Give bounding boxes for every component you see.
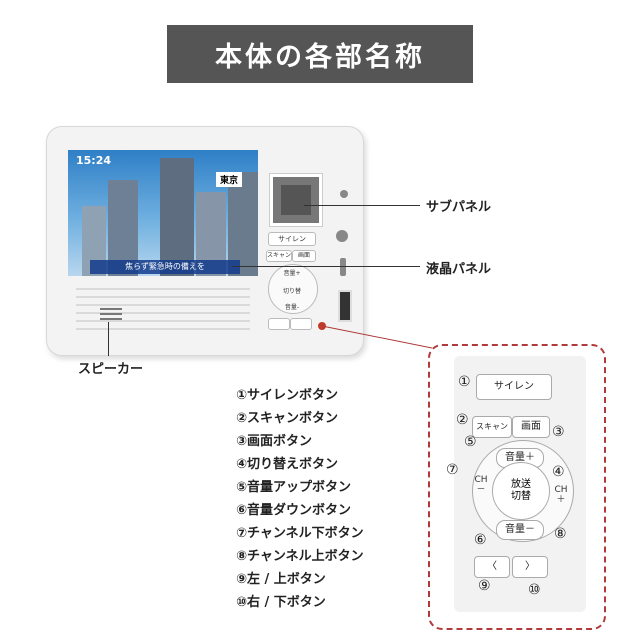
list-item: ①サイレンボタン [236,388,339,403]
number-8: ⑧ [554,526,567,542]
device-right-button[interactable] [290,318,312,330]
page-title: 本体の各部名称 [167,25,473,83]
number-7: ⑦ [446,462,459,478]
list-item: ⑦チャンネル下ボタン [236,526,364,541]
broadcast-switch-label-2: 切替 [511,491,531,502]
device-dpad[interactable] [268,264,318,314]
ch-plus-sign: ＋ [556,494,566,505]
list-item: ③画面ボタン [236,434,313,449]
broadcast-switch-label-1: 放送 [511,479,531,490]
number-2: ② [456,412,469,428]
device-left-button[interactable] [268,318,290,330]
sub-panel-leader [304,205,420,206]
ch-minus-sign: － [476,484,486,495]
sub-panel-label: サブパネル [426,200,492,215]
device-vol-up-label: 音量+ [283,270,301,277]
speaker-grille [68,280,258,340]
callout-screen-button[interactable]: 画面 [512,416,550,438]
number-9: ⑨ [478,578,491,594]
speaker-mark-icon [100,308,122,322]
left-up-button[interactable]: 〈 [474,556,510,578]
list-item: ⑥音量ダウンボタン [236,503,352,518]
headphone-jack-icon [340,190,348,198]
list-item: ④切り替えボタン [236,457,339,472]
screen-button[interactable]: 画面 [292,250,316,262]
ch-minus-label: CH [474,475,488,485]
device-vol-down-label: 音量- [284,304,300,311]
lcd-panel-leader [232,266,420,267]
speaker-label: スピーカー [78,362,144,377]
number-1: ① [458,374,471,390]
number-6: ⑥ [474,532,487,548]
screen-channel-label: 東京 [215,172,242,187]
button-callout-frame [428,344,606,630]
speaker-leader [108,322,109,356]
siren-button[interactable]: サイレン [268,232,316,246]
broadcast-switch-button[interactable]: 放送切替 [492,462,550,520]
screen-time: 15:24 [76,154,112,167]
usb-port-icon [338,290,352,322]
vol-down-button[interactable]: 音量－ [496,520,544,540]
number-3: ③ [552,424,565,440]
lcd-panel-label: 液晶パネル [426,262,492,277]
button-name-list: ①サイレンボタン ②スキャンボタン ③画面ボタン ④切り替えボタン ⑤音量アップ… [236,384,436,614]
screen-caption: 焦らず緊急時の備えを [90,260,240,274]
device-switch-label: 切り替 [282,288,301,295]
power-switch-icon [340,258,346,276]
callout-scan-button[interactable]: スキャン [472,416,512,438]
list-item: ②スキャンボタン [236,411,339,426]
number-4: ④ [552,464,565,480]
ch-minus-button[interactable]: CH－ [474,475,488,496]
scan-button[interactable]: スキャン [266,250,292,262]
lcd-screen: 15:24 東京 焦らず緊急時の備えを [68,150,258,276]
list-item: ⑧チャンネル上ボタン [236,549,364,564]
number-5: ⑤ [464,434,477,450]
callout-siren-button[interactable]: サイレン [476,374,552,400]
list-item: ⑩右 / 下ボタン [236,595,326,610]
number-10: ⑩ [528,582,541,598]
list-item: ⑤音量アップボタン [236,480,352,495]
ch-plus-label: CH [554,485,568,495]
right-down-button[interactable]: 〉 [512,556,548,578]
ch-plus-button[interactable]: CH＋ [554,485,568,506]
antenna-jack-icon [336,230,348,242]
sub-panel-display [269,173,323,227]
list-item: ⑨左 / 上ボタン [236,572,326,587]
